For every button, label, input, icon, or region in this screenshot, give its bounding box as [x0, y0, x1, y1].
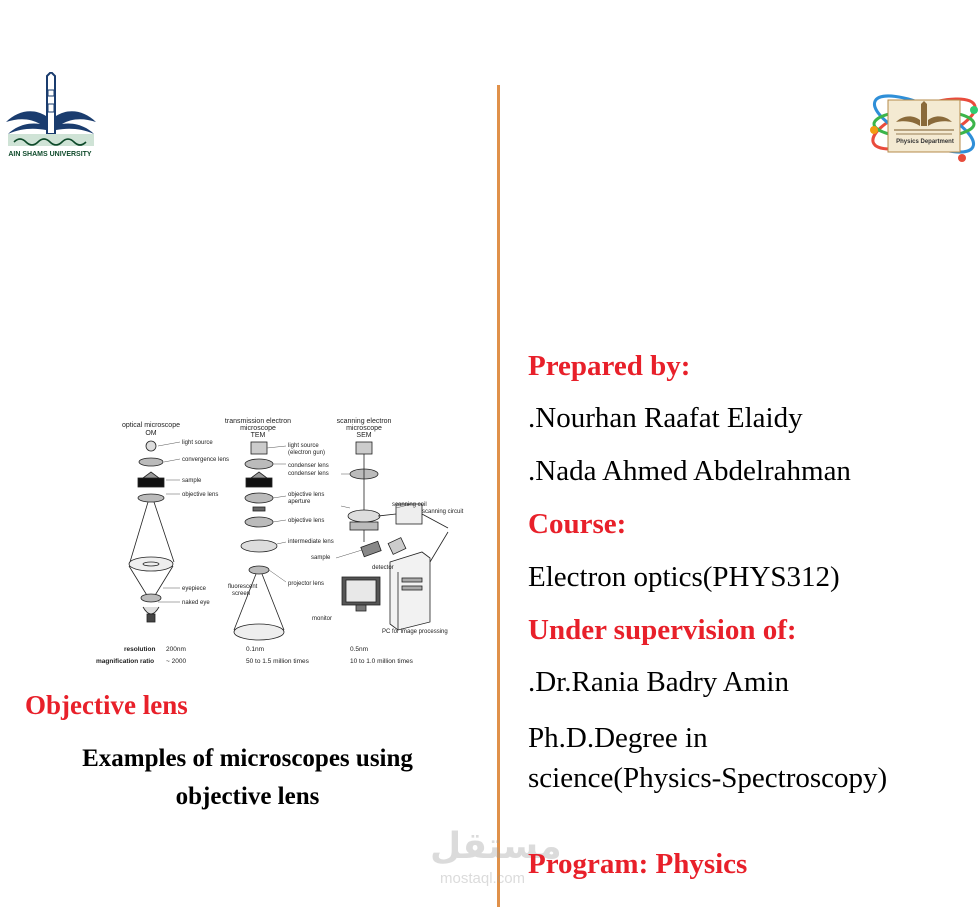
sem-labels — [335, 473, 413, 559]
author-1: .Nourhan Raafat Elaidy — [528, 402, 803, 434]
supervisor-degree-line2: science(Physics-Spectroscopy) — [528, 762, 888, 794]
tem-labels — [266, 445, 287, 583]
figure-caption-line2: objective lens — [175, 783, 320, 810]
tem-resolution: 0.1nm — [246, 646, 264, 653]
om-title-line1: optical microscope — [122, 422, 180, 429]
figure-caption-line1: Examples of microscopes using — [82, 745, 413, 772]
physics-department-logo: Physics Department — [866, 80, 979, 172]
om-labels — [157, 441, 181, 603]
transmission-electron-microscope-drawing — [233, 441, 285, 641]
watermark-arabic-text: مستقل — [430, 826, 562, 867]
prepared-by-heading: Prepared by: — [528, 350, 691, 382]
tem-title-line2: microscope — [240, 425, 276, 432]
label-objective-lens-aperture-1: objective lens — [288, 492, 324, 498]
university-emblem-icon — [6, 70, 96, 146]
label-sample: sample — [182, 478, 202, 484]
label-intermediate-lens: intermediate lens — [288, 539, 334, 545]
department-logo-caption: Physics Department — [896, 139, 954, 145]
om-magnification: ~ 2000 — [166, 658, 186, 665]
label-fluorescent-screen-2: screen — [232, 591, 250, 597]
microscope-diagram: optical microscope OM transmission elect… — [96, 418, 464, 665]
course-heading: Course: — [528, 508, 627, 540]
university-logo-caption: AIN SHAMS UNIVERSITY — [8, 151, 92, 158]
supervision-heading: Under supervision of: — [528, 614, 797, 646]
label-pc-image-processing: PC for image processing — [382, 629, 448, 635]
label-detector: detector — [372, 565, 394, 571]
course-name: Electron optics(PHYS312) — [528, 561, 840, 593]
tem-title-line3: TEM — [251, 432, 266, 439]
label-objective-lens-aperture-2: aperture — [288, 499, 311, 505]
column-divider — [497, 85, 500, 907]
sem-resolution: 0.5nm — [350, 646, 368, 653]
scanning-electron-microscope-drawing — [341, 441, 449, 631]
label-light-source-gun-2: (electron gun) — [288, 450, 325, 456]
supervisor-name: .Dr.Rania Badry Amin — [528, 666, 789, 698]
om-resolution: 200nm — [166, 646, 186, 653]
microscope-comparison-figure: optical microscope OM transmission elect… — [96, 412, 466, 670]
tem-magnification: 50 to 1.5 million times — [246, 658, 310, 665]
label-condenser-lens-sem: condenser lens — [288, 471, 329, 477]
watermark-latin-text: mostaql.com — [440, 870, 526, 887]
ain-shams-university-logo: AIN SHAMS UNIVERSITY — [0, 70, 102, 164]
atom-emblem-icon — [870, 94, 978, 162]
label-light-source: light source — [182, 440, 213, 446]
sem-magnification: 10 to 1.0 million times — [350, 658, 414, 665]
label-condenser-lens: condenser lens — [288, 463, 329, 469]
mostaql-watermark: مستقل mostaql.com — [430, 826, 562, 890]
program-heading: Program: Physics — [528, 848, 748, 880]
label-scanning-coil: scanning coil — [392, 502, 427, 508]
label-objective-lens-tem: objective lens — [288, 518, 324, 524]
label-naked-eye: naked eye — [182, 600, 210, 606]
objective-lens-title: Objective lens — [25, 690, 188, 720]
label-projector-lens: projector lens — [288, 581, 324, 587]
sem-title-line3: SEM — [356, 432, 371, 439]
label-convergence-lens: convergence lens — [182, 457, 229, 463]
author-2: .Nada Ahmed Abdelrahman — [528, 455, 851, 487]
label-monitor: monitor — [312, 616, 332, 622]
tem-title-line1: transmission electron — [225, 418, 291, 425]
resolution-label: resolution — [124, 646, 155, 653]
label-scanning-circuit: scanning circuit — [422, 509, 464, 515]
label-light-source-gun-1: light source — [288, 443, 319, 449]
supervisor-degree: Ph.D.Degree in science(Physics-Spectrosc… — [528, 718, 968, 798]
label-eyepiece: eyepiece — [182, 586, 207, 592]
label-objective-lens: objective lens — [182, 492, 218, 498]
magnification-label: magnification ratio — [96, 658, 154, 665]
label-fluorescent-screen-1: fluorescent — [228, 584, 258, 590]
sem-title-line2: microscope — [346, 425, 382, 432]
sem-title-line1: scanning electron — [337, 418, 392, 425]
om-title-line2: OM — [145, 430, 156, 437]
label-sample-sem: sample — [311, 555, 331, 561]
optical-microscope-drawing — [128, 440, 175, 623]
figure-caption: Examples of microscopes using objective … — [40, 740, 455, 816]
supervisor-degree-line1: Ph.D.Degree in — [528, 722, 708, 754]
